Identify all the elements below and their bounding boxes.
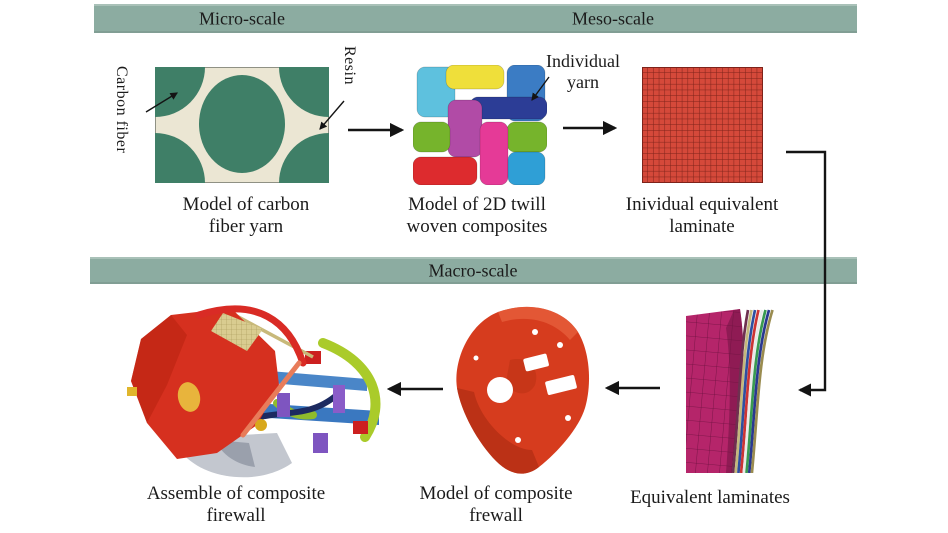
yellow-opening [177, 382, 201, 412]
yarn-tiles [413, 65, 547, 185]
meso-scale-label: Meso-scale [572, 8, 654, 28]
caption-carbon-fiber-yarn: Model of carbon fiber yarn [182, 194, 310, 237]
macro-banner: Macro-scale [90, 257, 857, 284]
caption-equivalent-laminates: Equivalent laminates [630, 487, 790, 508]
composite-firewall-model-image [456, 306, 590, 474]
fiber-circles [155, 67, 329, 183]
ply-stack-stripes [731, 309, 774, 473]
orange-rod [240, 360, 302, 438]
equivalent-laminate-image [642, 67, 763, 183]
carbon-fiber-yarn-model-image [155, 67, 329, 183]
macro-scale-label: Macro-scale [428, 260, 518, 280]
laminate-mesh [642, 67, 763, 183]
composite-firewall-assembly-image [127, 305, 381, 478]
caption-assembly: Assemble of composite firewall [146, 483, 326, 526]
micro-meso-banner: Micro-scale Meso-scale [94, 4, 857, 33]
carbon-fiber-label: Carbon fiber [113, 66, 130, 154]
individual-yarn-label: Individual yarn [546, 51, 620, 92]
twill-woven-model-image [413, 65, 547, 185]
green-arc-member [318, 338, 381, 442]
equivalent-laminates-image [686, 309, 774, 473]
tan-mesh-region [211, 313, 263, 351]
caption-firewall-model: Model of composite frewall [419, 483, 573, 526]
caption-individual-laminate: Inividual equivalent laminate [625, 194, 779, 237]
resin-label: Resin [341, 46, 358, 85]
red-arc-tube [195, 305, 307, 367]
micro-scale-label: Micro-scale [199, 8, 285, 28]
caption-twill-woven: Model of 2D twill woven composites [406, 194, 548, 237]
firewall-holes [473, 329, 577, 443]
